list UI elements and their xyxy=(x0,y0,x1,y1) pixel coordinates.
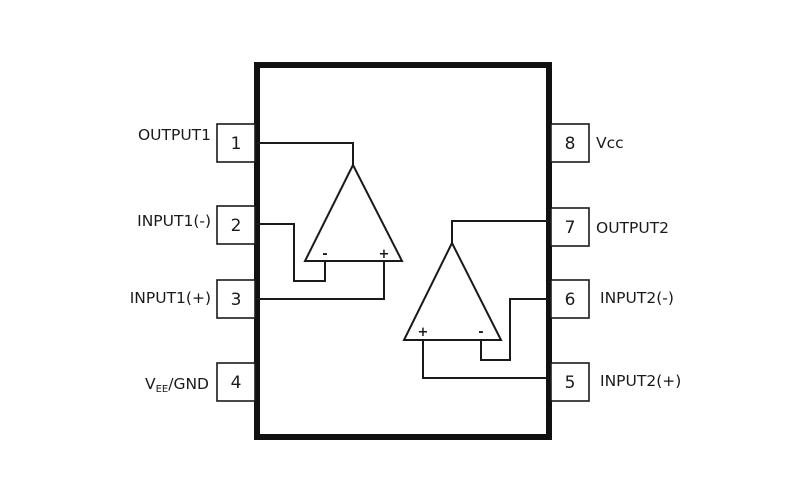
pin-1-box xyxy=(216,123,256,163)
pin-5: 5 INPUT2(+) xyxy=(550,362,681,402)
opamp-2-minus-sign: - xyxy=(478,325,483,340)
opamp-1-plus-sign: + xyxy=(379,247,390,262)
wire-input2-plus-to-opamp2 xyxy=(422,340,549,379)
pin-2: 2 INPUT1(-) xyxy=(137,205,256,245)
pin-4: 4 VEE/GND xyxy=(145,362,256,402)
opamp-1-triangle xyxy=(303,162,404,262)
opamp-2-triangle xyxy=(402,240,503,341)
pin-3: 3 INPUT1(+) xyxy=(130,279,256,319)
pin-7-number: 7 xyxy=(565,218,576,238)
wire-input1-plus-to-opamp1 xyxy=(257,261,385,300)
opamp-2-plus-sign: + xyxy=(418,325,429,340)
pin-3-box xyxy=(216,279,256,319)
ic-package-body xyxy=(254,62,552,440)
pin-7: 7 OUTPUT2 xyxy=(550,207,669,247)
wire-input2-minus-to-opamp2 xyxy=(480,298,549,361)
pin-6-number: 6 xyxy=(565,290,576,310)
pin-8-box xyxy=(550,123,590,163)
wire-output2-to-opamp2-output xyxy=(451,220,549,243)
pin-8-label: Vcc xyxy=(596,134,624,152)
pin-4-label-sub: EE xyxy=(156,384,169,395)
pin-4-label: VEE/GND xyxy=(145,375,209,395)
pin-6-label: INPUT2(-) xyxy=(600,289,674,307)
pin-1-number: 1 xyxy=(231,134,242,154)
pin-4-label-rest: /GND xyxy=(168,375,209,393)
pin-7-box xyxy=(550,207,590,247)
wire-output1-to-opamp1-output xyxy=(257,142,354,165)
pin-2-box xyxy=(216,205,256,245)
pin-2-label: INPUT1(-) xyxy=(137,212,211,230)
pin-3-label: INPUT1(+) xyxy=(130,289,211,307)
pin-5-number: 5 xyxy=(565,373,576,393)
pin-4-label-v: V xyxy=(145,375,156,393)
pin-5-box xyxy=(550,362,590,402)
pin-2-number: 2 xyxy=(231,216,242,236)
pin-6-box xyxy=(550,279,590,319)
pin-3-number: 3 xyxy=(231,290,242,310)
pin-8: 8 Vcc xyxy=(550,123,624,163)
pin-8-number: 8 xyxy=(565,134,576,154)
pin-1-label: OUTPUT1 xyxy=(138,126,211,144)
pin-5-label: INPUT2(+) xyxy=(600,372,681,390)
pin-6: 6 INPUT2(-) xyxy=(550,279,674,319)
pin-4-number: 4 xyxy=(231,373,242,393)
pin-4-box xyxy=(216,362,256,402)
opamp-1-minus-sign: - xyxy=(322,247,327,262)
pin-1: 1 OUTPUT1 xyxy=(138,123,256,163)
wire-input1-minus-to-opamp1 xyxy=(257,223,326,282)
pin-7-label: OUTPUT2 xyxy=(596,219,669,237)
